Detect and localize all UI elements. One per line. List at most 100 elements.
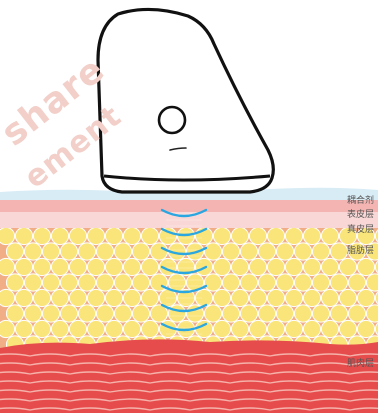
fat-cell [114,274,131,291]
fat-cell [240,305,257,322]
fat-cell [0,227,15,244]
fat-cell [213,320,230,337]
fat-cell [312,305,329,322]
fat-cell [231,289,248,306]
fat-cell [114,305,131,322]
fat-cell [15,227,32,244]
fat-cell [15,320,32,337]
fat-cell [321,320,338,337]
fat-cell [213,227,230,244]
fat-cell [141,289,158,306]
fat-cell [0,289,15,306]
label-fat: 脂肪层 [347,243,374,256]
fat-cell [240,274,257,291]
fat-cell [231,320,248,337]
fat-cell [24,243,41,260]
fat-cell [42,274,59,291]
fat-cell [6,305,23,322]
fat-cell [123,320,140,337]
fat-cell [114,243,131,260]
fat-cell [132,305,149,322]
fat-cell [339,320,356,337]
fat-cell [267,227,284,244]
fat-cell [87,289,104,306]
fat-cell [168,305,185,322]
fat-cell [123,227,140,244]
fat-cell [141,258,158,275]
fat-cell [96,274,113,291]
fat-cell [249,320,266,337]
fat-cell [330,274,347,291]
fat-cell [141,320,158,337]
fat-cell [51,258,68,275]
fat-cell [105,258,122,275]
fat-cell [330,243,347,260]
fat-cell [357,258,374,275]
fat-cell [348,274,365,291]
fat-cell [276,305,293,322]
fat-cell [33,258,50,275]
fat-cell [123,258,140,275]
fat-cell [231,227,248,244]
fat-cell [348,305,365,322]
fat-cell [204,305,221,322]
fat-cell [276,274,293,291]
fat-cell [357,320,374,337]
fat-cell [78,243,95,260]
fat-cell [141,227,158,244]
label-epidermis: 表皮层 [347,207,374,220]
fat-cell [69,227,86,244]
fat-cell [339,258,356,275]
fat-cell [285,320,302,337]
fat-cell [303,258,320,275]
label-coupling-gel: 耦合剂 [347,193,374,206]
fat-cell [285,289,302,306]
fat-cell [87,258,104,275]
fat-cell [150,243,167,260]
fat-cell [204,274,221,291]
fat-cell [24,274,41,291]
ultrasound-probe-icon [98,9,273,192]
fat-cell [213,258,230,275]
fat-cell [69,258,86,275]
fat-cell [231,258,248,275]
fat-cell [96,243,113,260]
fat-cell [6,243,23,260]
fat-cell [78,305,95,322]
fat-cell [276,243,293,260]
fat-cell [15,289,32,306]
fat-cell [249,258,266,275]
fat-cell [312,243,329,260]
fat-cell [267,320,284,337]
fat-cell [51,320,68,337]
fat-cell [132,274,149,291]
fat-cell [321,289,338,306]
fat-cell [105,320,122,337]
fat-cell [339,289,356,306]
label-muscle: 肌肉层 [347,356,374,369]
fat-cell [303,320,320,337]
fat-cell [222,305,239,322]
fat-cell [303,227,320,244]
fat-cell [249,227,266,244]
fat-cell [240,243,257,260]
fat-cell [258,243,275,260]
probe-body [98,9,273,192]
fat-cell [267,258,284,275]
fat-cell [294,243,311,260]
fat-cell [357,289,374,306]
fat-cell [33,320,50,337]
fat-cell [330,305,347,322]
fat-cell [60,305,77,322]
fat-cell [204,243,221,260]
fat-cell [87,227,104,244]
fat-cell [321,258,338,275]
fat-cell [33,289,50,306]
fat-cell [42,305,59,322]
fat-cell [303,289,320,306]
fat-cell [33,227,50,244]
fat-cell [258,305,275,322]
fat-cell [60,243,77,260]
